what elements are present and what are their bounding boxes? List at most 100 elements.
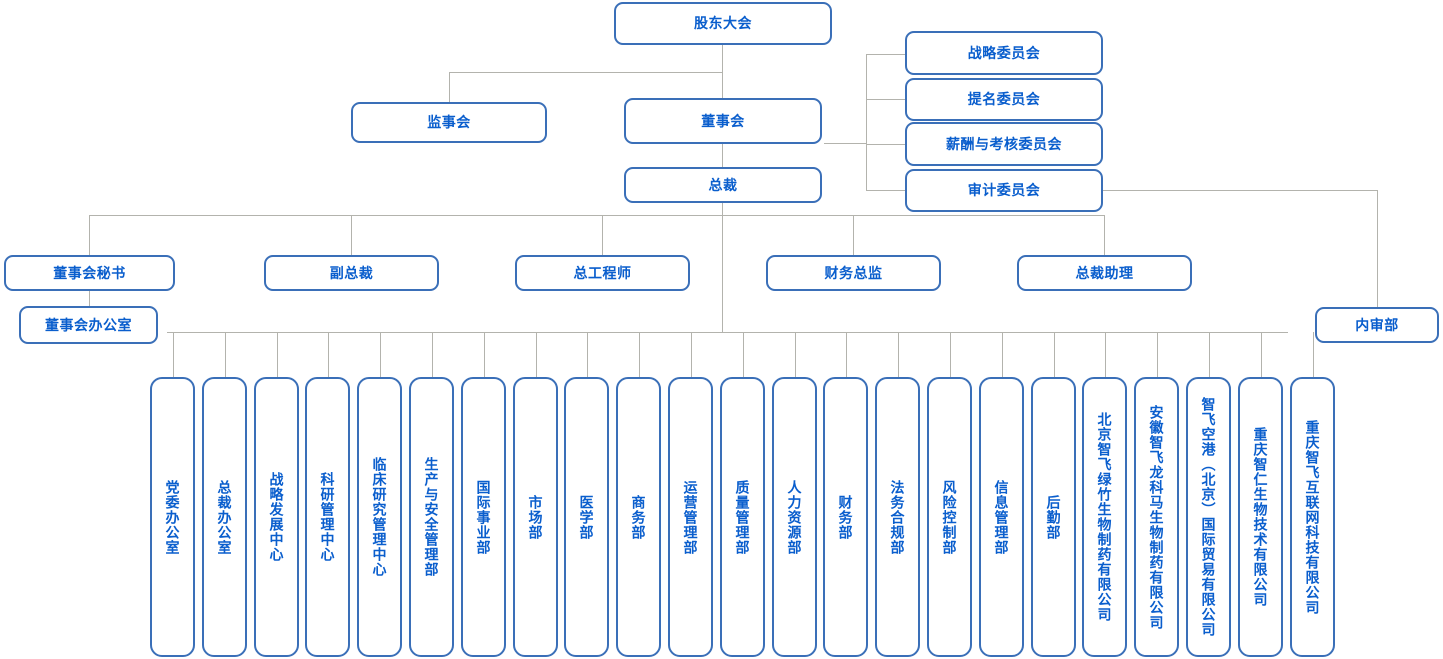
connector-department-20 [1157, 332, 1158, 377]
node-department[interactable]: 重庆智飞互联网科技有限公司 [1290, 377, 1335, 657]
department-label: 战略发展中心 [268, 472, 285, 562]
connector-board-to-committee-bus [824, 143, 866, 144]
node-department[interactable]: 质量管理部 [720, 377, 765, 657]
department-label: 重庆智飞互联网科技有限公司 [1304, 419, 1321, 615]
connector-department-bus [167, 332, 1288, 333]
node-cfo[interactable]: 财务总监 [766, 255, 941, 291]
connector-president-trunk [722, 215, 723, 332]
connector-exec-2 [351, 215, 352, 255]
node-department[interactable]: 临床研究管理中心 [357, 377, 402, 657]
department-label: 重庆智仁生物技术有限公司 [1252, 427, 1269, 607]
node-department[interactable]: 国际事业部 [461, 377, 506, 657]
node-committee-audit[interactable]: 审计委员会 [905, 169, 1103, 212]
connector-committee-bus [866, 54, 867, 191]
department-label: 市场部 [527, 494, 544, 540]
connector-exec-1 [89, 215, 90, 255]
connector-department-17 [1002, 332, 1003, 377]
connector-secretary-to-office [89, 291, 90, 306]
connector-department-2 [225, 332, 226, 377]
node-committee-strategy[interactable]: 战略委员会 [905, 31, 1103, 75]
node-president[interactable]: 总裁 [624, 167, 822, 203]
connector-department-14 [846, 332, 847, 377]
node-department[interactable]: 科研管理中心 [305, 377, 350, 657]
department-label: 财务部 [837, 494, 854, 540]
node-internal-audit[interactable]: 内审部 [1315, 307, 1439, 343]
connector-department-3 [277, 332, 278, 377]
node-department[interactable]: 商务部 [616, 377, 661, 657]
connector-department-13 [795, 332, 796, 377]
connector-committee-3 [866, 144, 906, 145]
node-department[interactable]: 安徽智飞龙科马生物制药有限公司 [1134, 377, 1179, 657]
node-department[interactable]: 法务合规部 [875, 377, 920, 657]
connector-department-15 [898, 332, 899, 377]
department-label: 国际事业部 [475, 479, 492, 555]
connector-department-18 [1054, 332, 1055, 377]
department-label: 法务合规部 [889, 479, 906, 555]
department-label: 科研管理中心 [319, 472, 336, 562]
connector-department-12 [743, 332, 744, 377]
node-department[interactable]: 后勤部 [1031, 377, 1076, 657]
department-label: 医学部 [578, 494, 595, 540]
node-department[interactable]: 党委办公室 [150, 377, 195, 657]
connector-department-21 [1209, 332, 1210, 377]
department-label: 商务部 [630, 494, 647, 540]
node-department[interactable]: 总裁办公室 [202, 377, 247, 657]
connector-department-9 [587, 332, 588, 377]
node-department[interactable]: 运营管理部 [668, 377, 713, 657]
connector-department-8 [536, 332, 537, 377]
connector-department-10 [639, 332, 640, 377]
node-vice-president[interactable]: 副总裁 [264, 255, 439, 291]
node-shareholders-meeting[interactable]: 股东大会 [614, 2, 832, 45]
connector-to-supervisors-h [449, 72, 723, 73]
connector-to-supervisors-v [449, 72, 450, 103]
connector-audit-to-internalaudit-h [1102, 190, 1377, 191]
connector-committee-1 [866, 54, 906, 55]
node-department[interactable]: 信息管理部 [979, 377, 1024, 657]
node-department[interactable]: 重庆智仁生物技术有限公司 [1238, 377, 1283, 657]
department-label: 北京智飞绿竹生物制药有限公司 [1096, 412, 1113, 622]
node-department[interactable]: 医学部 [564, 377, 609, 657]
department-label: 人力资源部 [786, 479, 803, 555]
node-board-of-directors[interactable]: 董事会 [624, 98, 822, 144]
node-department[interactable]: 市场部 [513, 377, 558, 657]
node-board-of-supervisors[interactable]: 监事会 [351, 102, 547, 143]
department-label: 生产与安全管理部 [423, 457, 440, 577]
connector-exec-5 [1104, 215, 1105, 255]
connector-audit-to-internalaudit-v [1377, 190, 1378, 307]
department-label: 风险控制部 [941, 479, 958, 555]
connector-department-19 [1105, 332, 1106, 377]
department-label: 后勤部 [1045, 494, 1062, 540]
connector-department-11 [691, 332, 692, 377]
department-label: 总裁办公室 [216, 479, 233, 555]
connector-department-16 [950, 332, 951, 377]
connector-department-22 [1261, 332, 1262, 377]
node-chief-engineer[interactable]: 总工程师 [515, 255, 690, 291]
connector-committee-4 [866, 190, 906, 191]
node-department[interactable]: 财务部 [823, 377, 868, 657]
node-board-office[interactable]: 董事会办公室 [19, 306, 158, 344]
department-label: 安徽智飞龙科马生物制药有限公司 [1148, 404, 1165, 630]
node-department[interactable]: 人力资源部 [772, 377, 817, 657]
connector-department-5 [380, 332, 381, 377]
node-department[interactable]: 风险控制部 [927, 377, 972, 657]
department-label: 运营管理部 [682, 479, 699, 555]
connector-department-7 [484, 332, 485, 377]
department-label: 信息管理部 [993, 479, 1010, 555]
connector-exec-3 [602, 215, 603, 255]
department-label: 临床研究管理中心 [371, 457, 388, 577]
node-president-assistant[interactable]: 总裁助理 [1017, 255, 1192, 291]
department-label: 质量管理部 [734, 479, 751, 555]
node-committee-nomination[interactable]: 提名委员会 [905, 78, 1103, 121]
connector-board-to-president [722, 144, 723, 167]
connector-shareholders-to-board [722, 45, 723, 102]
node-committee-remuneration[interactable]: 薪酬与考核委员会 [905, 122, 1103, 166]
node-board-secretary[interactable]: 董事会秘书 [4, 255, 175, 291]
node-department[interactable]: 北京智飞绿竹生物制药有限公司 [1082, 377, 1127, 657]
connector-president-to-exec-bus [722, 203, 723, 216]
node-department[interactable]: 智飞空港（北京）国际贸易有限公司 [1186, 377, 1231, 657]
department-label: 智飞空港（北京）国际贸易有限公司 [1200, 397, 1217, 637]
node-department[interactable]: 生产与安全管理部 [409, 377, 454, 657]
node-department[interactable]: 战略发展中心 [254, 377, 299, 657]
connector-exec-bus [89, 215, 1105, 216]
